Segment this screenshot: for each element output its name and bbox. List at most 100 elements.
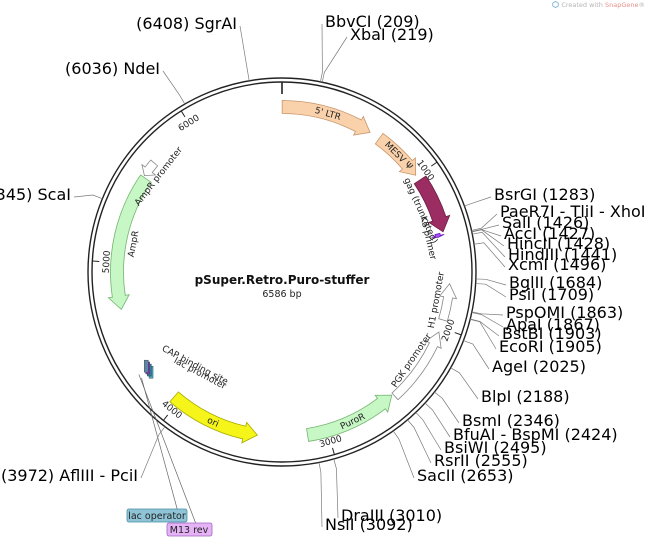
site-xbai[interactable]: XbaI (219)	[321, 25, 434, 83]
site-name: HindIII	[508, 245, 559, 264]
site-label: (5345) ScaI	[0, 185, 71, 204]
feature-pgk-promoter[interactable]	[391, 331, 442, 401]
site-paer7i-tlii-xhoi[interactable]: PaeR7I - TliI - XhoI (1420)	[471, 202, 649, 231]
tick-mark-2000	[454, 332, 462, 336]
site-name: AccI	[504, 224, 537, 243]
site-bsiwi[interactable]: BsiWI (2495)	[415, 412, 547, 457]
site-leader	[321, 36, 348, 83]
site-position: (3092)	[360, 515, 413, 534]
site-name: BstBI	[502, 324, 543, 343]
site-position: (1709)	[541, 285, 594, 304]
site-xcmi[interactable]: XcmI (1496)	[473, 242, 606, 274]
site-position: (2555)	[475, 451, 528, 470]
site-scai[interactable]: (5345) ScaI	[0, 185, 103, 204]
feature-ori[interactable]	[169, 391, 259, 444]
site-label: AccI (1427)	[504, 224, 595, 243]
site-leader	[333, 458, 339, 519]
lac-mark[interactable]	[144, 359, 149, 373]
site-name: RsrII	[434, 451, 469, 470]
site-label: (6036) NdeI	[65, 59, 160, 78]
site-bsrgi[interactable]: BsrGI (1283)	[464, 185, 595, 207]
site-label: SacII (2653)	[417, 466, 514, 485]
site-label: RsrII (2555)	[434, 451, 528, 470]
site-name: SgrAI	[194, 14, 237, 33]
lac-operator-callout[interactable]: lac operator	[126, 508, 188, 523]
site-bstbi[interactable]: BstBI (1903)	[470, 318, 602, 343]
feature-puror[interactable]	[306, 394, 393, 442]
site-name: PsiI	[509, 285, 536, 304]
tick-label: 6000	[177, 113, 202, 134]
site-apai[interactable]: ApaI (1867)	[471, 312, 600, 334]
site-name: PaeR7I - TliI - XhoI	[500, 202, 645, 221]
site-position: (2653)	[460, 466, 513, 485]
site-position: (1867)	[547, 315, 600, 334]
site-nsii[interactable]: NsiI (3092)	[318, 462, 413, 534]
site-bsmi[interactable]: BsmI (2346)	[434, 391, 560, 430]
site-name: EcoRI	[499, 337, 544, 356]
feature-mesv[interactable]	[374, 132, 417, 176]
plasmid-length: 6586 bp	[262, 289, 301, 300]
feature-ampr[interactable]	[107, 174, 152, 311]
site-leader	[470, 318, 500, 337]
site-label: PaeR7I - TliI - XhoI (1420)	[500, 202, 649, 221]
site-position: (2495)	[493, 438, 546, 457]
site-leader	[471, 224, 500, 232]
site-bbvci[interactable]: BbvCI (209)	[320, 12, 420, 82]
feature-ks-primer[interactable]	[431, 232, 445, 238]
tick-mark-6000	[180, 110, 186, 118]
site-leader	[475, 278, 507, 286]
tick-label: 2000	[441, 318, 458, 343]
site-position: (3010)	[389, 506, 442, 525]
snapgene-credit: Created with SnapGene®	[552, 1, 645, 9]
site-bfuai-bspmi[interactable]: BfuAI - BspMI (2424)	[424, 402, 618, 444]
site-psii[interactable]: PsiI (1709)	[475, 283, 595, 304]
site-leader	[415, 412, 442, 451]
site-label: ApaI (1867)	[506, 315, 600, 334]
site-agei[interactable]: AgeI (2025)	[463, 340, 586, 376]
feature-h1-promoter[interactable]	[438, 283, 458, 322]
feature-gag-truncated[interactable]	[413, 175, 451, 233]
m13-rev-callout[interactable]: M13 rev	[166, 522, 213, 537]
site-sali[interactable]: SalI (1426)	[471, 213, 590, 232]
site-rsrii[interactable]: RsrII (2555)	[407, 419, 528, 470]
site-position: (6036)	[65, 59, 118, 78]
site-sgrai[interactable]: (6408) SgrAI	[136, 14, 250, 81]
site-position: (209)	[377, 12, 420, 31]
site-position: (3972)	[1, 466, 54, 485]
site-ndei[interactable]: (6036) NdeI	[65, 59, 186, 105]
site-hincii[interactable]: HincII (1428)	[471, 229, 610, 253]
feature-label-mesv: MESV Ψ	[382, 140, 414, 172]
site-pspomi[interactable]: PspOMI (1863)	[471, 303, 623, 322]
site-leader	[475, 283, 507, 298]
site-leader	[424, 402, 451, 438]
site-afliii-pcii[interactable]: (3972) AflIII - PciI	[1, 426, 166, 485]
site-leader	[464, 196, 492, 207]
site-name: AgeI	[492, 357, 528, 376]
site-draiii[interactable]: DraIII (3010)	[333, 458, 442, 525]
site-name: BsiWI	[444, 438, 488, 457]
site-label: BglII (1684)	[509, 273, 602, 292]
site-hindiii[interactable]: HindIII (1441)	[472, 231, 617, 264]
feature-5-ltr[interactable]	[281, 100, 371, 136]
tick-label: 5000	[102, 250, 113, 274]
site-position: (1428)	[557, 234, 610, 253]
site-position: (1496)	[553, 255, 606, 274]
site-label: BstBI (1903)	[502, 324, 602, 343]
backbone	[87, 77, 477, 467]
site-bglii[interactable]: BglII (1684)	[475, 273, 602, 292]
site-blpi[interactable]: BlpI (2188)	[450, 367, 570, 406]
site-name: BbvCI	[325, 12, 372, 31]
lac-operator-label: lac operator	[128, 511, 186, 522]
site-position: (2188)	[516, 387, 569, 406]
site-name: XbaI	[350, 25, 386, 44]
site-sacii[interactable]: SacII (2653)	[392, 430, 514, 485]
m13-rev-label: M13 rev	[170, 525, 209, 536]
feature-ampr-promoter[interactable]	[141, 159, 159, 177]
site-position: (1903)	[548, 324, 601, 343]
site-ecori[interactable]: EcoRI (1905)	[470, 319, 602, 356]
site-leader	[472, 231, 506, 258]
site-label: AgeI (2025)	[492, 357, 586, 376]
tick-mark-4000	[162, 414, 169, 421]
credit-suffix: ®	[638, 1, 646, 9]
